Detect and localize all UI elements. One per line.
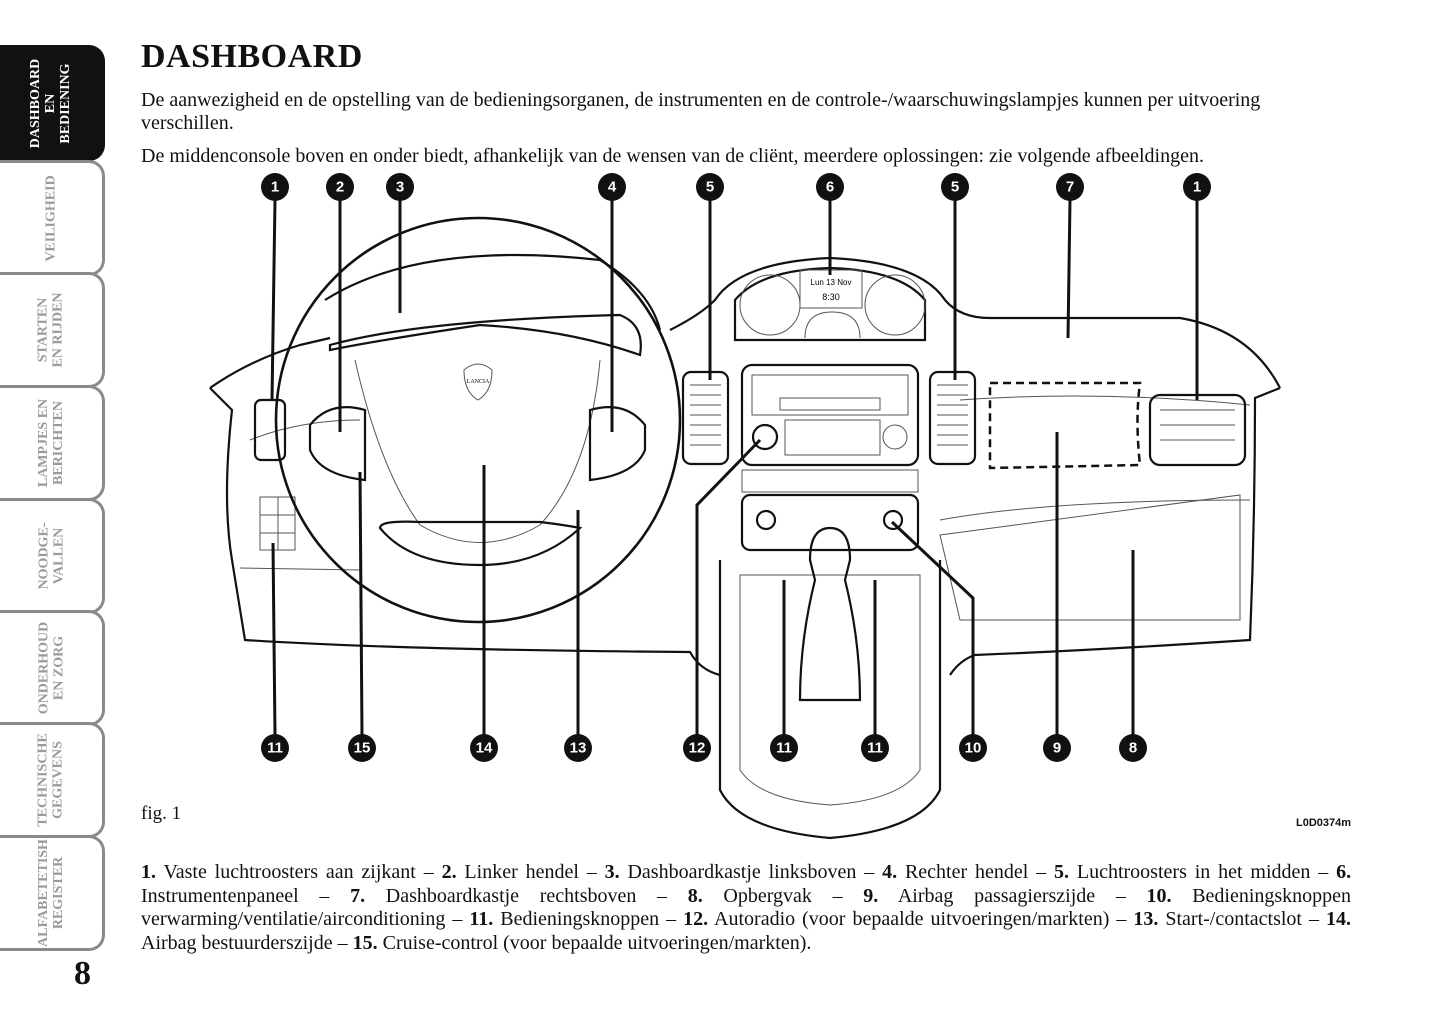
svg-text:15: 15 [354, 740, 371, 757]
svg-text:12: 12 [689, 740, 706, 757]
callout-1-left: 1 [261, 173, 289, 201]
callout-9: 9 [1043, 734, 1071, 762]
svg-text:3: 3 [396, 179, 404, 196]
page-title: DASHBOARD [141, 38, 363, 75]
svg-text:6: 6 [826, 179, 834, 196]
legend-number: 11. [469, 908, 494, 930]
legend-text: Start-/contactslot [1165, 908, 1302, 930]
callout-6: 6 [816, 173, 844, 201]
legend-text: Vaste luchtroosters aan zijkant [163, 861, 416, 883]
callout-11-center-left: 11 [770, 734, 798, 762]
legend-text: Autoradio (voor bepaalde uitvoeringen/ma… [714, 908, 1110, 930]
display-time: 8:30 [822, 292, 840, 302]
callout-13: 13 [564, 734, 592, 762]
dashboard-outline: Lun 13 Nov 8:30 [209, 216, 1281, 840]
svg-text:5: 5 [951, 179, 959, 196]
callout-7: 7 [1056, 173, 1084, 201]
legend-text: Dashboardkastje rechtsboven [385, 884, 637, 907]
callout-12: 12 [683, 734, 711, 762]
legend-number: 9. [863, 884, 879, 907]
legend-text: Airbag bestuurderszijde [141, 931, 333, 954]
legend-number: 10. [1146, 884, 1172, 907]
legend-number: 2. [441, 861, 457, 883]
legend-text: Luchtroosters in het midden [1076, 861, 1311, 883]
svg-text:9: 9 [1053, 740, 1061, 757]
svg-text:8: 8 [1129, 740, 1137, 757]
callout-1-right: 1 [1183, 173, 1211, 201]
section-tab[interactable]: NOODGE-VALLEN [0, 498, 105, 614]
legend-number: 15. [352, 931, 378, 954]
svg-text:1: 1 [271, 179, 279, 196]
svg-text:2: 2 [336, 179, 344, 196]
callout-5-left: 5 [696, 173, 724, 201]
legend-text: Instrumentenpaneel [141, 884, 299, 907]
svg-text:13: 13 [570, 740, 587, 757]
legend-text: Cruise-control (voor bepaalde uitvoering… [382, 931, 812, 954]
legend-text: Airbag passagierszijde [897, 884, 1096, 907]
legend-number: 1. [141, 861, 156, 883]
lancia-logo-text: LANCIA [467, 379, 490, 385]
figure-code: L0D0374m [1296, 817, 1352, 829]
legend-text: Dashboardkastje linksboven [627, 861, 857, 883]
leader-lines [270, 199, 1199, 736]
callout-4: 4 [598, 173, 626, 201]
svg-text:10: 10 [965, 740, 982, 757]
legend-text: Linker hendel [464, 861, 579, 883]
svg-text:1: 1 [1193, 179, 1201, 196]
legend-number: 4. [882, 861, 898, 883]
legend-text: Bedieningsknoppen [500, 908, 660, 930]
callout-3: 3 [386, 173, 414, 201]
callout-14: 14 [470, 734, 498, 762]
svg-text:11: 11 [267, 740, 283, 757]
figure-legend: 1. Vaste luchtroosters aan zijkant – 2. … [141, 861, 1352, 954]
svg-text:11: 11 [776, 740, 792, 757]
svg-text:11: 11 [867, 740, 883, 757]
callout-10: 10 [959, 734, 987, 762]
svg-text:7: 7 [1066, 179, 1074, 196]
legend-number: 7. [350, 884, 366, 907]
legend-number: 14. [1326, 908, 1351, 930]
svg-text:4: 4 [608, 179, 617, 196]
page-number: 8 [74, 955, 91, 992]
section-tab[interactable]: VEILIGHEID [0, 160, 105, 276]
legend-number: 12. [683, 908, 709, 930]
callout-2: 2 [326, 173, 354, 201]
legend-number: 8. [687, 884, 703, 907]
intro-paragraph-2: De middenconsole boven en onder biedt, a… [141, 145, 1204, 167]
svg-text:5: 5 [706, 179, 714, 196]
legend-number: 5. [1054, 861, 1070, 883]
callout-5-right: 5 [941, 173, 969, 201]
legend-text: Opbergvak [723, 884, 812, 907]
callout-11-left: 11 [261, 734, 289, 762]
display-date: Lun 13 Nov [811, 278, 852, 287]
legend-number: 13. [1133, 908, 1159, 930]
intro-paragraph-1: De aanwezigheid en de opstelling van de … [141, 89, 1261, 134]
callout-11-center-right: 11 [861, 734, 889, 762]
svg-text:14: 14 [476, 740, 493, 757]
callout-15: 15 [348, 734, 376, 762]
figure-label: fig. 1 [141, 803, 182, 824]
legend-text: Bedieningsknoppen verwarming/ventilatie/… [141, 884, 1352, 931]
legend-text: Rechter hendel [904, 861, 1029, 883]
legend-number: 3. [604, 861, 620, 883]
callout-8: 8 [1119, 734, 1147, 762]
legend-number: 6. [1336, 861, 1352, 883]
